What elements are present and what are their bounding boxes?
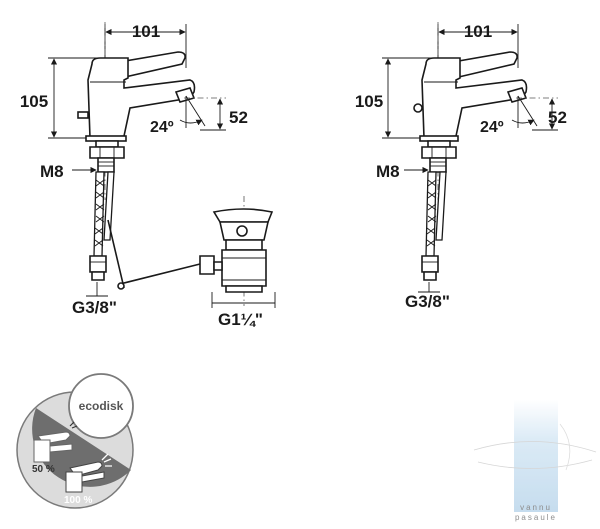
half-flow-label: 50 %: [32, 464, 55, 475]
right-height-dimension: 105: [355, 92, 383, 111]
brand-line-2: pasaule: [515, 513, 557, 522]
ecodisk-badge: ecodisk 50 % 100 %: [16, 373, 134, 509]
brand-watermark: vannu pasaule: [473, 400, 597, 522]
right-spout-height-dimension: 52: [548, 108, 567, 127]
right-thread-label: M8: [376, 162, 400, 181]
right-width-dimension: 101: [464, 22, 492, 41]
left-height-dimension: 105: [20, 92, 48, 111]
right-faucet-drawing: 101 105 52 24º M8: [355, 22, 567, 311]
left-hose-connection-label: G3/8": [72, 298, 117, 317]
left-faucet-drawing: 101 105 52 24º: [20, 22, 276, 329]
half-flow-faucet-icon: [33, 421, 78, 463]
left-thread-label: M8: [40, 162, 64, 181]
left-drain-connection-label: G1¼": [218, 310, 263, 329]
right-hose-connection-label: G3/8": [405, 292, 450, 311]
full-flow-faucet-icon: [65, 453, 112, 493]
ecodisk-label: ecodisk: [79, 399, 124, 413]
right-angle-dimension: 24º: [480, 119, 504, 136]
left-spout-height-dimension: 52: [229, 108, 248, 127]
left-width-dimension: 101: [132, 22, 160, 41]
left-angle-dimension: 24º: [150, 119, 174, 136]
brand-line-1: vannu: [520, 503, 552, 512]
full-flow-label: 100 %: [64, 495, 92, 506]
